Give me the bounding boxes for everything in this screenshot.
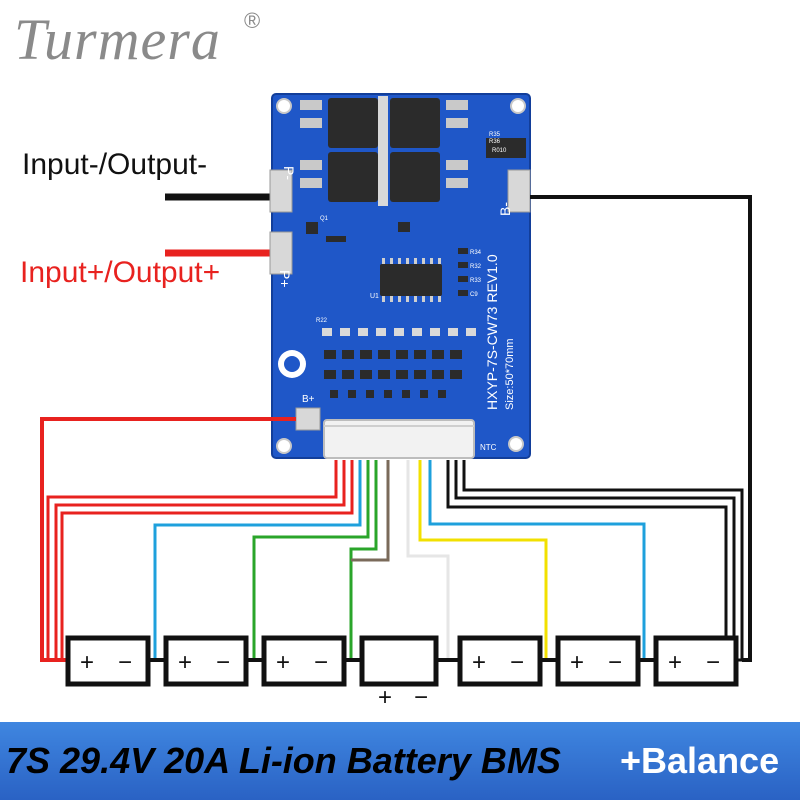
cell-minus: − (314, 649, 328, 676)
pad-b-plus-label: B+ (302, 394, 315, 405)
component-label: R34 (470, 250, 482, 256)
battery-cells: + − + − + − + − + − + − + − (65, 635, 739, 711)
pad-b-plus (295, 407, 321, 431)
component-label: R35 (489, 132, 501, 138)
pad-p-plus-label: P+ (277, 270, 293, 288)
balance-connector (323, 419, 475, 459)
output-positive-label: Input+/Output+ (20, 256, 221, 289)
chip-label: U1 (370, 293, 379, 300)
cell-minus: − (706, 649, 720, 676)
brand-logo: Turmera (14, 7, 221, 72)
component-label: R010 (492, 148, 507, 154)
component-label: C9 (470, 292, 478, 298)
component-label: R36 (489, 139, 501, 145)
component-label: Q1 (320, 216, 329, 222)
banner-title: 7S 29.4V 20A Li-ion Battery BMS (6, 740, 561, 781)
cell-plus: + (178, 649, 192, 676)
cell-minus: − (118, 649, 132, 676)
board-model: HXYP-7S-CW73 REV1.0 (484, 254, 500, 410)
wiring-diagram: P- P+ B- B+ NTC U1 HXYP-7S-CW73 REV1.0 S… (40, 93, 752, 711)
cell-minus: − (608, 649, 622, 676)
pad-p-plus (269, 231, 293, 275)
cell-plus: + (472, 649, 486, 676)
cell-plus: + (276, 649, 290, 676)
balance-resistors (324, 350, 462, 398)
component-label: R33 (470, 278, 482, 284)
cell-plus: + (570, 649, 584, 676)
pad-p-minus (269, 169, 293, 213)
b-minus-wire (530, 195, 752, 662)
pad-b-minus-label: B- (497, 202, 513, 216)
output-negative-label: Input-/Output- (22, 148, 208, 181)
cell-plus: + (378, 684, 392, 711)
component-label: R22 (316, 318, 328, 324)
battery-cell (359, 635, 439, 687)
mosfet-group (300, 96, 468, 206)
battery-cell (65, 635, 151, 687)
balance-wires (46, 460, 744, 662)
battery-cell (457, 635, 543, 687)
banner-suffix: +Balance (620, 740, 780, 781)
title-banner (0, 722, 800, 800)
pad-p-minus-label: P- (281, 166, 297, 180)
bms-board: P- P+ B- B+ NTC U1 HXYP-7S-CW73 REV1.0 S… (269, 93, 531, 459)
board-size: Size:50*70mm (504, 338, 516, 410)
registered-mark: ® (244, 8, 261, 33)
bms-ic-chip (380, 264, 442, 296)
pad-b-minus (507, 169, 531, 213)
cell-minus: − (216, 649, 230, 676)
component-label: R32 (470, 264, 482, 270)
cell-plus: + (80, 649, 94, 676)
cell-plus: + (668, 649, 682, 676)
cell-minus: − (510, 649, 524, 676)
b-plus-wire (40, 417, 296, 662)
shunt-resistor (486, 138, 526, 158)
ntc-label: NTC (480, 443, 497, 452)
cell-minus: − (414, 684, 428, 711)
